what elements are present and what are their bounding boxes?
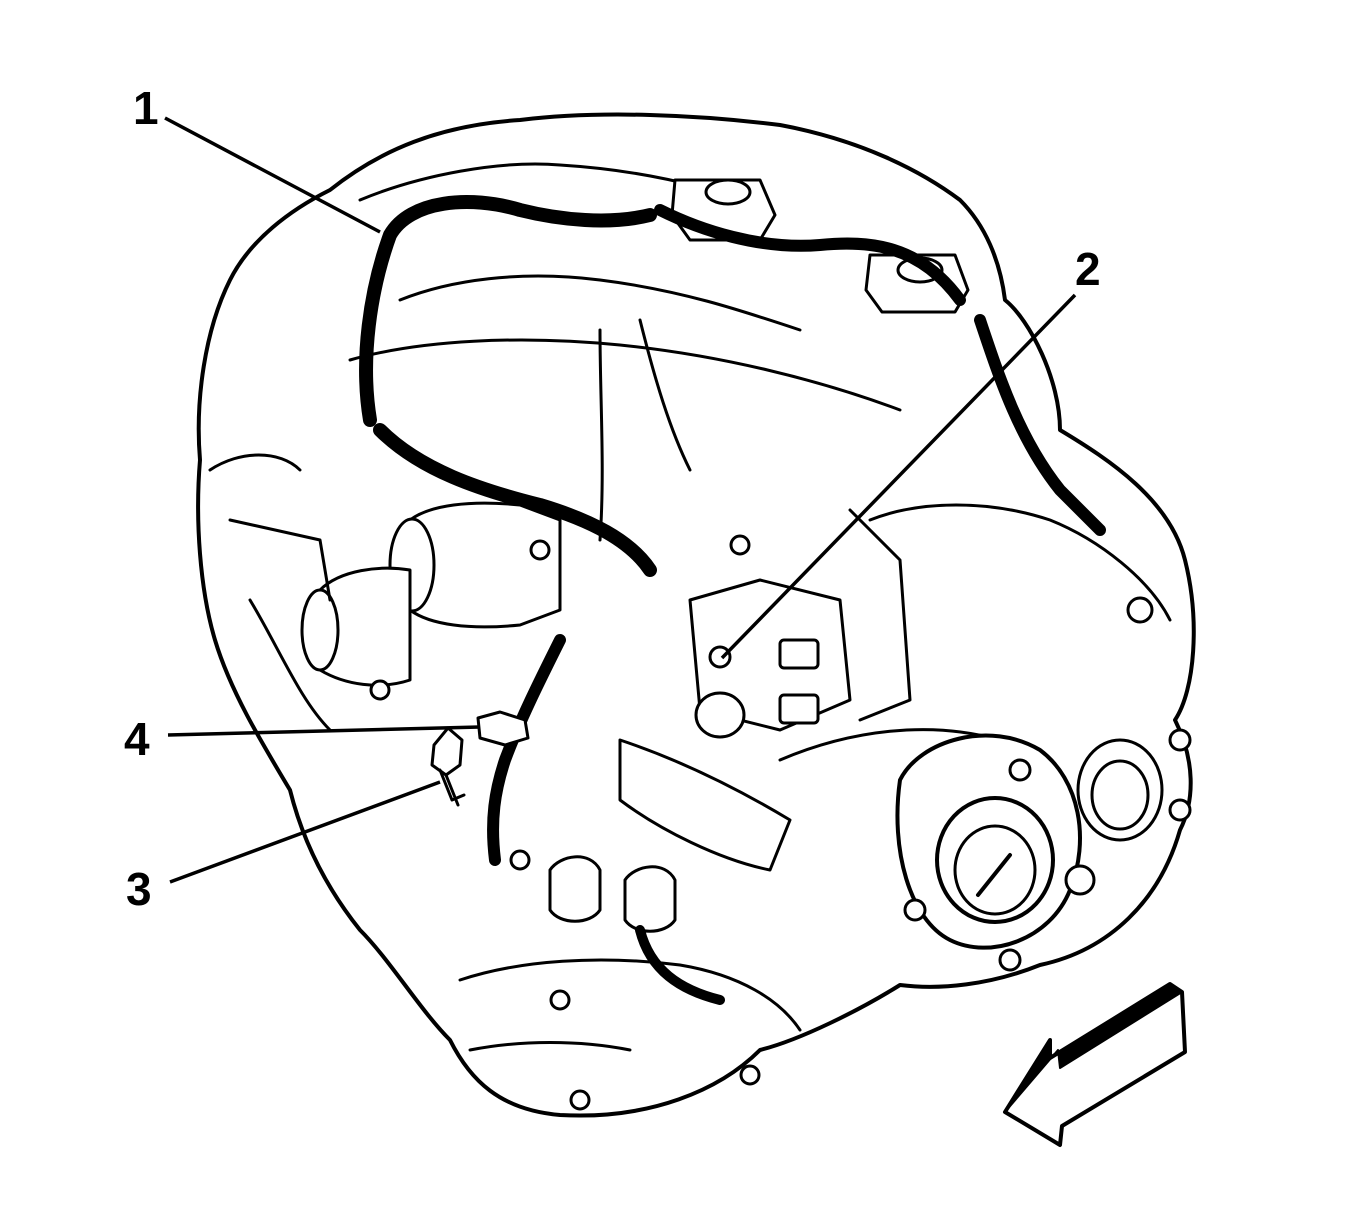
callout-2-label: 2: [1075, 243, 1101, 295]
callout-1-label: 1: [133, 82, 159, 134]
harness-clip: [476, 710, 530, 747]
callout-2-leader: [720, 293, 1077, 660]
callout-4-leader: [167, 725, 481, 737]
callout-3-leader: [169, 780, 441, 884]
callout-4-label: 4: [124, 713, 150, 765]
callout-3-label: 3: [126, 863, 152, 915]
engine-assembly-illustration: [196, 112, 1196, 1118]
orientation-arrow-icon: [1003, 982, 1187, 1147]
ground-bolt: [430, 726, 466, 807]
callout-1-leader: [164, 116, 381, 234]
